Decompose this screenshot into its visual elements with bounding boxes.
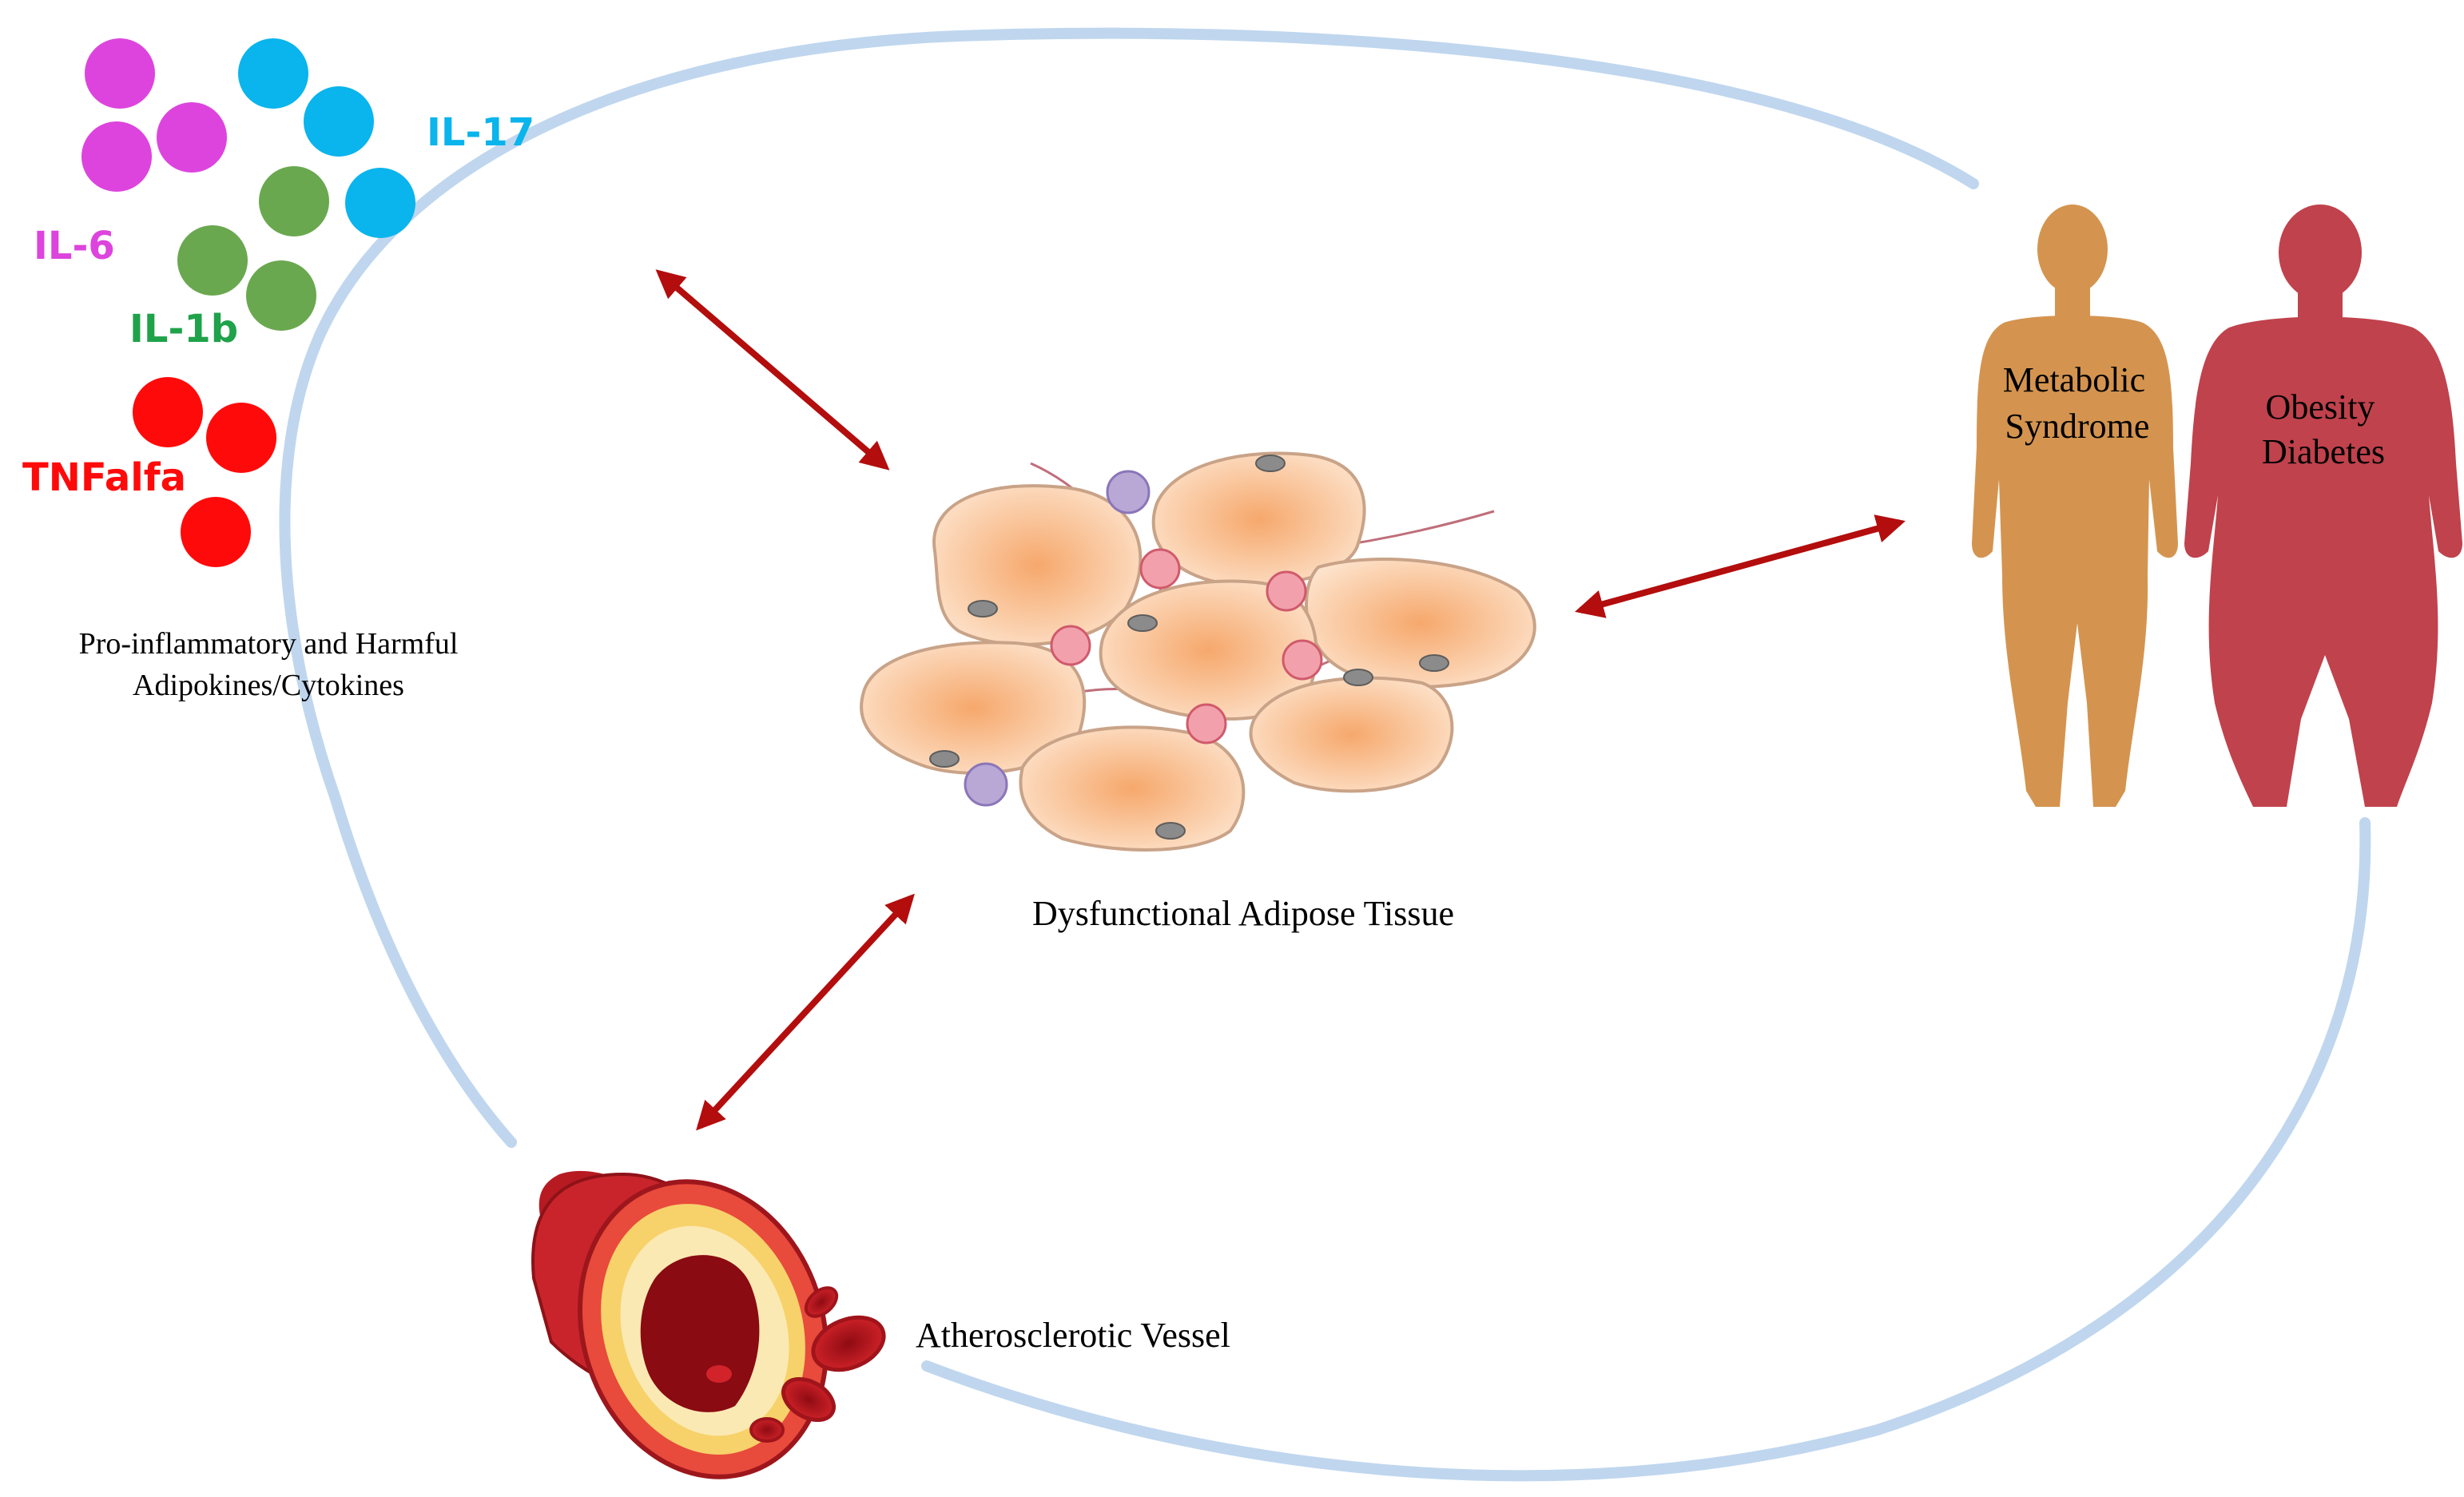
metabolic-syndrome-body <box>1972 204 2178 807</box>
adipocyte <box>1249 676 1454 793</box>
inflammatory-cells <box>1050 548 1323 745</box>
atherosclerotic-vessel: Atherosclerotic Vessel <box>531 1170 1230 1479</box>
il17-molecules <box>238 38 415 238</box>
blood-cell <box>749 1417 785 1443</box>
obesity-label-line2: Diabetes <box>2262 432 2385 471</box>
adipose-tissue: Dysfunctional Adipose Tissue <box>860 451 1536 933</box>
arrow-tissue-bodies <box>1575 514 1906 618</box>
il17-label: IL-17 <box>427 110 535 155</box>
blood-cell <box>804 1286 839 1318</box>
tnf-molecules <box>133 377 276 567</box>
obesity-label-line1: Obesity <box>2266 387 2375 427</box>
adipocyte <box>860 641 1087 775</box>
adipocyte <box>1305 558 1536 689</box>
adipose-tissue-label: Dysfunctional Adipose Tissue <box>1032 894 1454 933</box>
cycle-loop <box>279 27 2371 1482</box>
blood-cell <box>811 1315 886 1372</box>
vessel-label: Atherosclerotic Vessel <box>916 1316 1230 1355</box>
il1b-molecules <box>177 166 329 331</box>
metabolic-label-line2: Syndrome <box>2005 407 2150 446</box>
arrow-tissue-vessel <box>696 893 915 1131</box>
adipocyte <box>1151 451 1366 587</box>
arrow-cytokines-tissue <box>655 269 890 471</box>
adipocyte <box>932 484 1143 646</box>
adipocyte <box>1019 725 1246 852</box>
il6-label: IL-6 <box>34 224 115 268</box>
il1b-label: IL-1b <box>129 307 238 351</box>
cytokine-caption-line1: Pro-inflammatory and Harmful <box>79 627 459 661</box>
cytokine-caption-line2: Adipokines/Cytokines <box>133 669 404 702</box>
relation-arrows <box>655 269 1906 1131</box>
obesity-diabetes-body <box>2184 204 2462 807</box>
blood-cell <box>706 1365 732 1383</box>
metabolic-label-line1: Metabolic <box>2003 360 2145 399</box>
body-silhouettes: Metabolic Syndrome Obesity Diabetes <box>1972 204 2462 807</box>
blood-cell <box>781 1376 836 1423</box>
cytokine-cluster: IL-6 IL-17 IL-1b TNFalfa Pro-inflammator… <box>22 38 535 702</box>
il6-molecules <box>81 38 227 192</box>
tnf-label: TNFalfa <box>22 455 186 500</box>
